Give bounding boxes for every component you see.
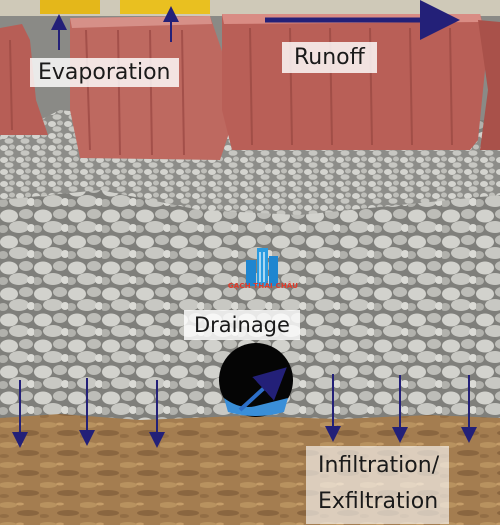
background-object <box>120 0 210 14</box>
runoff-label: Runoff <box>282 42 377 73</box>
drainage-pipe <box>219 343 293 417</box>
paver-layer <box>0 14 500 160</box>
infiltration-label-line2: Exfiltration <box>318 489 439 514</box>
drainage-label: Drainage <box>184 310 300 340</box>
watermark-text: GẠCH THÁI CHÂU <box>227 282 299 290</box>
background-object <box>40 0 100 14</box>
infiltration-label-line1: Infiltration/ <box>318 453 440 478</box>
evaporation-label: Evaporation <box>30 58 179 87</box>
infiltration-label: Infiltration/ Exfiltration <box>306 446 450 524</box>
watermark-logo <box>246 248 278 286</box>
